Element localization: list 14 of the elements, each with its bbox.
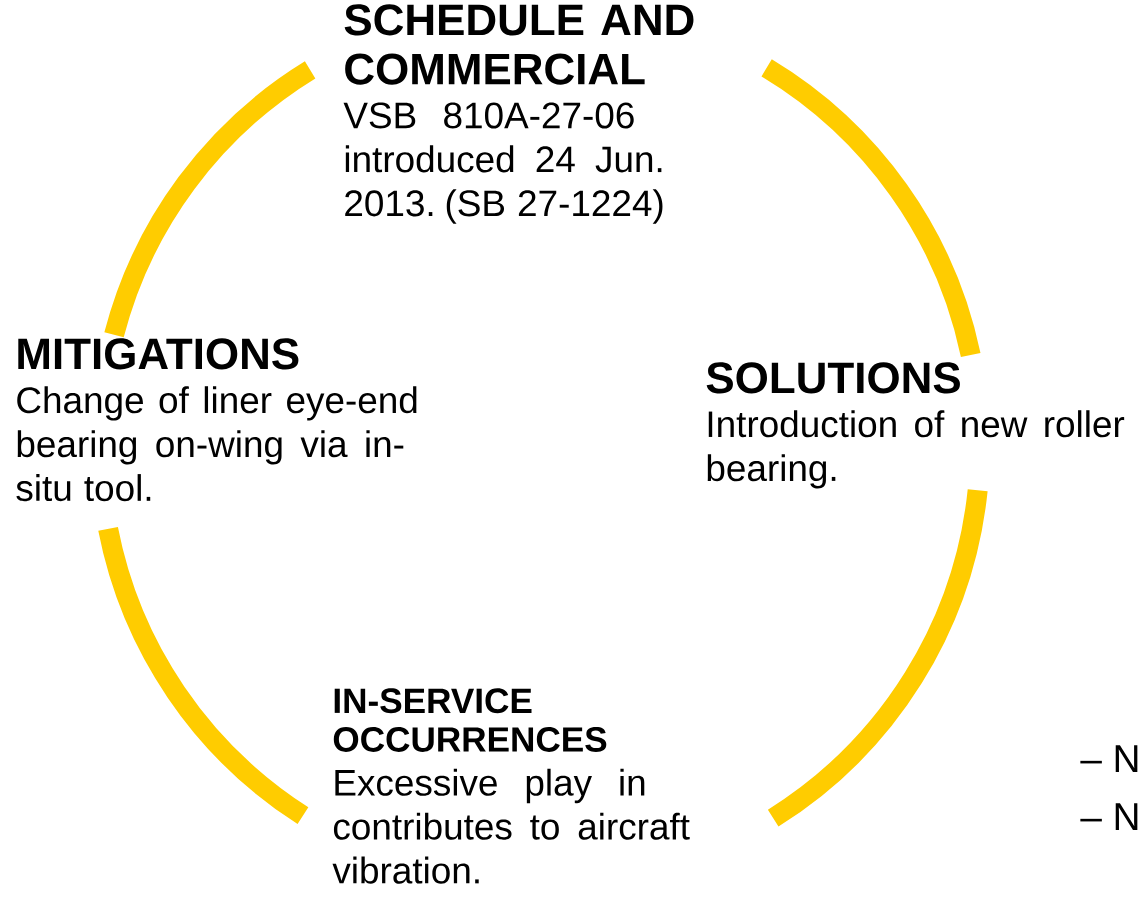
heading: SCHEDULE AND COMMERCIAL (344, 4, 694, 85)
arc-connector (104, 61, 316, 338)
arc-connector (761, 59, 981, 358)
list-item: – N (1080, 745, 1138, 772)
list-item: – N (1080, 803, 1138, 830)
description: Change of liner eye-end bearing on-wing via in-situ tool. (16, 386, 417, 502)
heading: SOLUTIONS (706, 362, 960, 394)
description: VSB 810A-27-06 introduced 24 Jun. 2013. (SB 27-1224) (343, 102, 663, 224)
description: Introduction of new roller bearing. (707, 410, 1125, 489)
heading: MITIGATIONS (18, 338, 299, 370)
heading: IN-SERVICE OCCURRENCES (333, 688, 607, 752)
arc-connector (98, 526, 309, 824)
arc-connector (767, 488, 988, 827)
description: Excessive play in contributes to aircraft vibration. (332, 768, 690, 884)
